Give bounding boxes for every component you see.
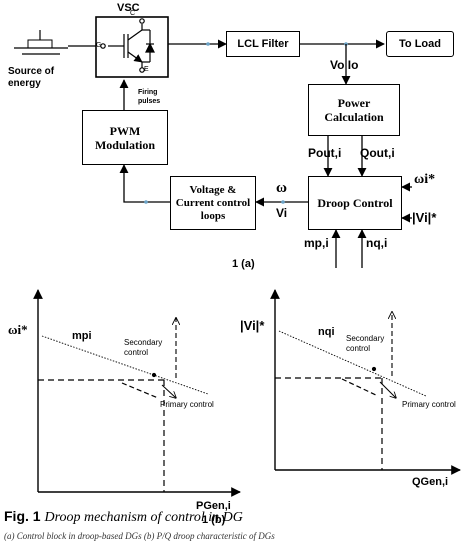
right-primary-control-label: Primary control — [402, 400, 456, 409]
loops-to-pwm-wire — [119, 164, 170, 203]
emitter-terminal-label: E — [144, 66, 149, 73]
left-plot-slope-label: mpi — [72, 330, 92, 342]
omega-output-label: ω — [276, 180, 287, 196]
caption-fig-number: Fig. 1 — [4, 508, 41, 524]
vo-io-label: Vo Io — [330, 58, 359, 72]
to-load-block: To Load — [386, 31, 454, 57]
nq-label: nq,i — [366, 236, 388, 250]
right-plot-x-label: QGen,i — [412, 476, 449, 488]
left-droop-plot — [33, 289, 241, 497]
vsc-label: VSC — [117, 2, 140, 14]
pwm-modulation-block: PWM Modulation — [82, 110, 168, 165]
figure-label-b: 1 (b) — [202, 514, 226, 526]
pout-label: Pout,i — [308, 146, 342, 160]
mp-label: mp,i — [304, 236, 329, 250]
gate-terminal-label: G — [96, 42, 102, 49]
right-droop-plot — [270, 289, 461, 475]
left-plot-x-label: PGen,i — [196, 500, 231, 512]
vi-output-label: Vi — [276, 206, 288, 220]
lcl-filter-block: LCL Filter — [226, 31, 300, 57]
energy-source-icon — [14, 30, 68, 55]
right-plot-slope-label: nqi — [318, 326, 335, 338]
wire-dot — [281, 200, 285, 204]
vsc-box-frame — [95, 16, 169, 78]
figure-label-a: 1 (a) — [232, 258, 255, 270]
voltage-current-loops-block: Voltage & Current control loops — [170, 176, 256, 230]
omega-star-label: ωi* — [414, 172, 436, 187]
igbt-transistor-icon — [100, 18, 155, 73]
droop-control-block: Droop Control — [308, 176, 402, 230]
firing-pulses-label: Firing pulses — [138, 89, 161, 105]
right-secondary-control-label: Secondary control — [346, 334, 385, 353]
right-plot-y-label: |Vi|* — [240, 318, 265, 333]
wire-dot — [206, 42, 210, 46]
qout-label: Qout,i — [360, 146, 395, 160]
collector-terminal-label: C — [130, 10, 136, 17]
caption-text: Droop mechanism of control in DG — [44, 510, 243, 525]
source-of-energy-label: Source of energy — [8, 66, 55, 89]
power-calculation-block: Power Calculation — [308, 84, 400, 136]
caption-subtext: (a) Control block in droop-based DGs (b)… — [4, 531, 275, 541]
left-plot-y-label: ωi* — [8, 322, 28, 337]
figure-caption: Fig. 1 Droop mechanism of control in DG — [4, 508, 243, 526]
left-secondary-control-label: Secondary control — [124, 338, 163, 357]
left-primary-control-label: Primary control — [160, 400, 214, 409]
v-star-label: |Vi|* — [412, 210, 437, 225]
wire-dot — [144, 200, 148, 204]
